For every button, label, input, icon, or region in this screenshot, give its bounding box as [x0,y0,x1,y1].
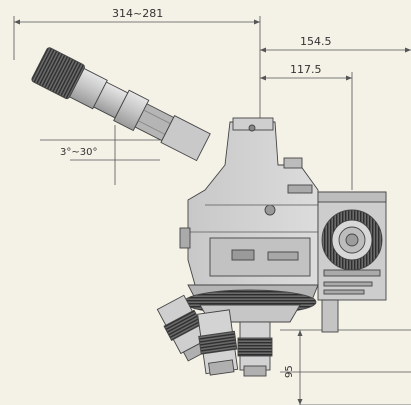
dimension-lines [13,16,411,405]
microscope [31,47,387,377]
objective-right [237,321,273,377]
dimension-tilt-angle: 3°~30° [60,147,97,158]
dimension-mid-right: 117.5 [290,63,322,76]
dimension-top-right: 154.5 [300,35,332,48]
focus-knob-icon [321,209,383,271]
objective-center [197,309,239,376]
eyepiece-tube [31,47,211,162]
head-screw-icon [264,204,276,216]
dimension-lower-height: 95 [284,365,295,378]
dimension-overall-width: 314~281 [112,7,163,20]
dimension-arrows [14,19,411,405]
